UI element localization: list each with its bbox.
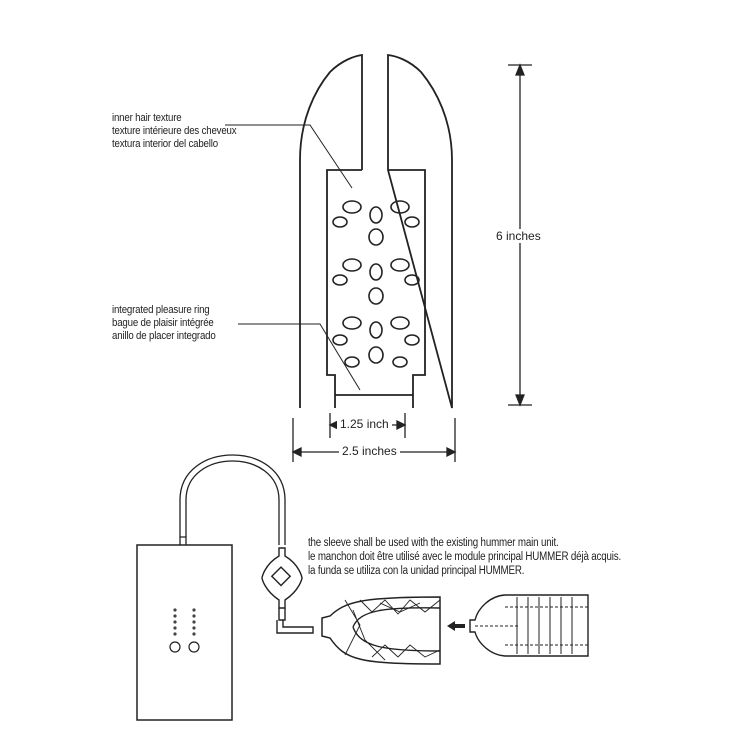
height-dimension [508,63,532,407]
sleeve-side-view [321,596,441,665]
sleeve-outline [299,53,453,409]
callout-text-en: integrated pleasure ring [112,304,210,316]
tube-connector [276,608,314,634]
main-unit-nozzle [179,536,187,545]
callout-text-fr: bague de plaisir intégrée [112,317,214,329]
callout-text-es: textura interior del cabello [112,138,218,150]
hummer-ribs [475,597,588,654]
leader-inner-hair [225,124,353,189]
callout-text-en: inner hair texture [112,112,182,124]
callout-inner-hair-texture: inner hair texture texture intérieure de… [112,112,237,151]
sleeve-slot [326,169,426,408]
outer-width-label: 2.5 inches [339,444,400,458]
pump-bulb [261,547,303,609]
intensity-button-icon [188,641,200,653]
note-fr: le manchon doit être utilisé avec le mod… [308,551,622,563]
inner-texture [332,200,420,368]
sleeve-lattice [344,599,441,661]
indicator-leds [173,608,196,636]
note-es: la funda se utiliza con la unidad princi… [308,565,525,577]
insert-arrow-icon [447,621,465,631]
bulb-valve-icon [270,566,292,587]
height-label: 6 inches [493,229,544,243]
speed-button-icon [169,641,181,653]
main-unit [136,544,233,721]
leader-ring [238,323,361,391]
sleeve-inner-cavity [352,607,441,652]
callout-text-fr: texture intérieure des cheveux [112,125,237,137]
callout-text-es: anillo de placer integrado [112,330,216,342]
note-en: the sleeve shall be used with the existi… [308,537,559,549]
callout-pleasure-ring: integrated pleasure ring bague de plaisi… [112,304,216,343]
inner-width-label: 1.25 inch [337,417,392,431]
compatibility-note: the sleeve shall be used with the existi… [308,536,621,578]
air-tube [179,454,286,545]
hummer-unit [469,594,589,657]
